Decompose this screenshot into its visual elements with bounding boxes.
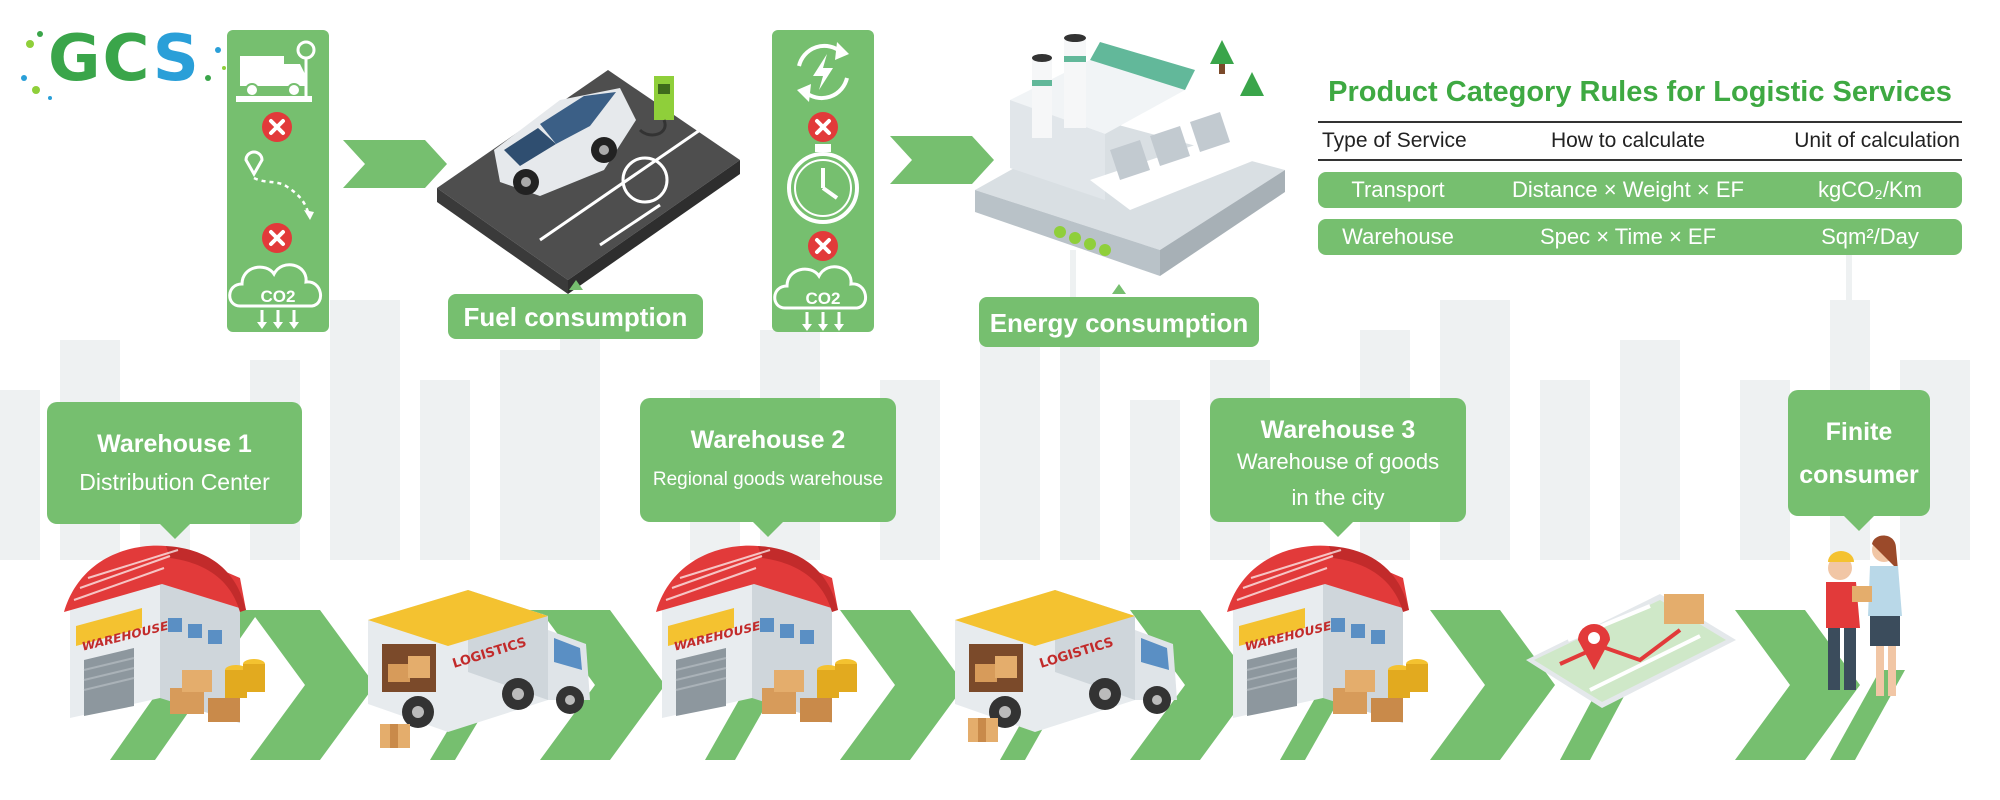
clock-icon — [787, 144, 859, 224]
pcr-title: Product Category Rules for Logistic Serv… — [1328, 76, 1952, 108]
truck-scale-icon — [236, 40, 316, 102]
gcs-logo: GCS — [20, 20, 230, 100]
pcr-cell-formula: Distance × Weight × EF — [1512, 177, 1744, 202]
callout-title: Warehouse 2 — [690, 426, 846, 454]
fuel-consumption-label: Fuel consumption — [464, 302, 688, 332]
ev-charger-icon — [638, 76, 674, 137]
route-pin-icon — [244, 150, 314, 220]
pcr-cell-unit: Sqm²/Day — [1821, 224, 1919, 249]
red-cross-icon — [260, 221, 294, 255]
red-cross-icon — [260, 110, 294, 144]
callout-subtitle: Regional goods warehouse — [652, 469, 884, 490]
car-icon — [494, 88, 636, 196]
callout-warehouse-3: Warehouse 3 Warehouse of goods in the ci… — [1210, 398, 1466, 537]
factory-icon — [975, 34, 1285, 276]
pcr-cell-service: Transport — [1351, 177, 1445, 202]
callout-finite-consumer: Finite consumer — [1788, 390, 1930, 531]
logo-wordmark: GCS — [48, 22, 201, 96]
co2-label: CO2 — [261, 287, 296, 306]
callout-subtitle: Distribution Center — [79, 469, 270, 495]
callout-warehouse-2: Warehouse 2 Regional goods warehouse — [640, 398, 896, 537]
map-phone-icon — [1526, 594, 1736, 708]
callout-subtitle-line-1: Warehouse of goods — [1236, 449, 1440, 474]
energy-consumption-pill: Energy consumption — [979, 284, 1259, 347]
pcr-cell-formula: Spec × Time × EF — [1539, 224, 1717, 249]
parcel-box-icon — [968, 718, 998, 742]
city-skyline-background — [0, 250, 1970, 560]
fuel-consumption-pill: Fuel consumption — [448, 280, 703, 339]
pcr-header-unit: Unit of calculation — [1794, 129, 1960, 152]
arrow-chevrons-2 — [890, 136, 994, 184]
callout-title-line-1: Finite — [1825, 418, 1893, 446]
pcr-table: Product Category Rules for Logistic Serv… — [1318, 76, 1962, 255]
warehouse-icon — [1226, 544, 1429, 724]
pcr-header-row: Type of Service How to calculate Unit of… — [1318, 121, 1962, 161]
arrow-chevrons-1 — [343, 140, 447, 188]
warehouse-icon — [655, 544, 858, 724]
callout-title-line-2: consumer — [1799, 461, 1919, 489]
energy-consumption-label: Energy consumption — [990, 308, 1249, 338]
pcr-cell-service: Warehouse — [1342, 224, 1454, 249]
logo-dots — [21, 31, 226, 100]
callout-title: Warehouse 3 — [1260, 416, 1416, 444]
callout-title: Warehouse 1 — [97, 430, 252, 458]
pcr-row-transport: Transport Distance × Weight × EF kgCO₂/K… — [1318, 172, 1962, 208]
parcel-box-icon — [380, 724, 410, 748]
warehouse-icon — [63, 544, 266, 724]
red-cross-icon — [806, 229, 840, 263]
emission-panel-warehouse: CO2 — [772, 30, 874, 333]
co2-label: CO2 — [806, 289, 841, 308]
emission-panel-transport: CO2 — [227, 30, 329, 332]
red-cross-icon — [806, 110, 840, 144]
energy-cycle-icon — [797, 42, 849, 102]
pcr-header-formula: How to calculate — [1550, 129, 1706, 152]
pcr-cell-unit: kgCO₂/Km — [1818, 177, 1922, 202]
pcr-row-warehouse: Warehouse Spec × Time × EF Sqm²/Day — [1318, 219, 1962, 255]
callout-subtitle-line-2: in the city — [1291, 485, 1385, 510]
callout-warehouse-1: Warehouse 1 Distribution Center — [47, 402, 302, 539]
consumer-people-icon — [1826, 535, 1902, 696]
ev-parking-illustration — [437, 70, 740, 294]
pcr-header-service: Type of Service — [1322, 129, 1467, 152]
